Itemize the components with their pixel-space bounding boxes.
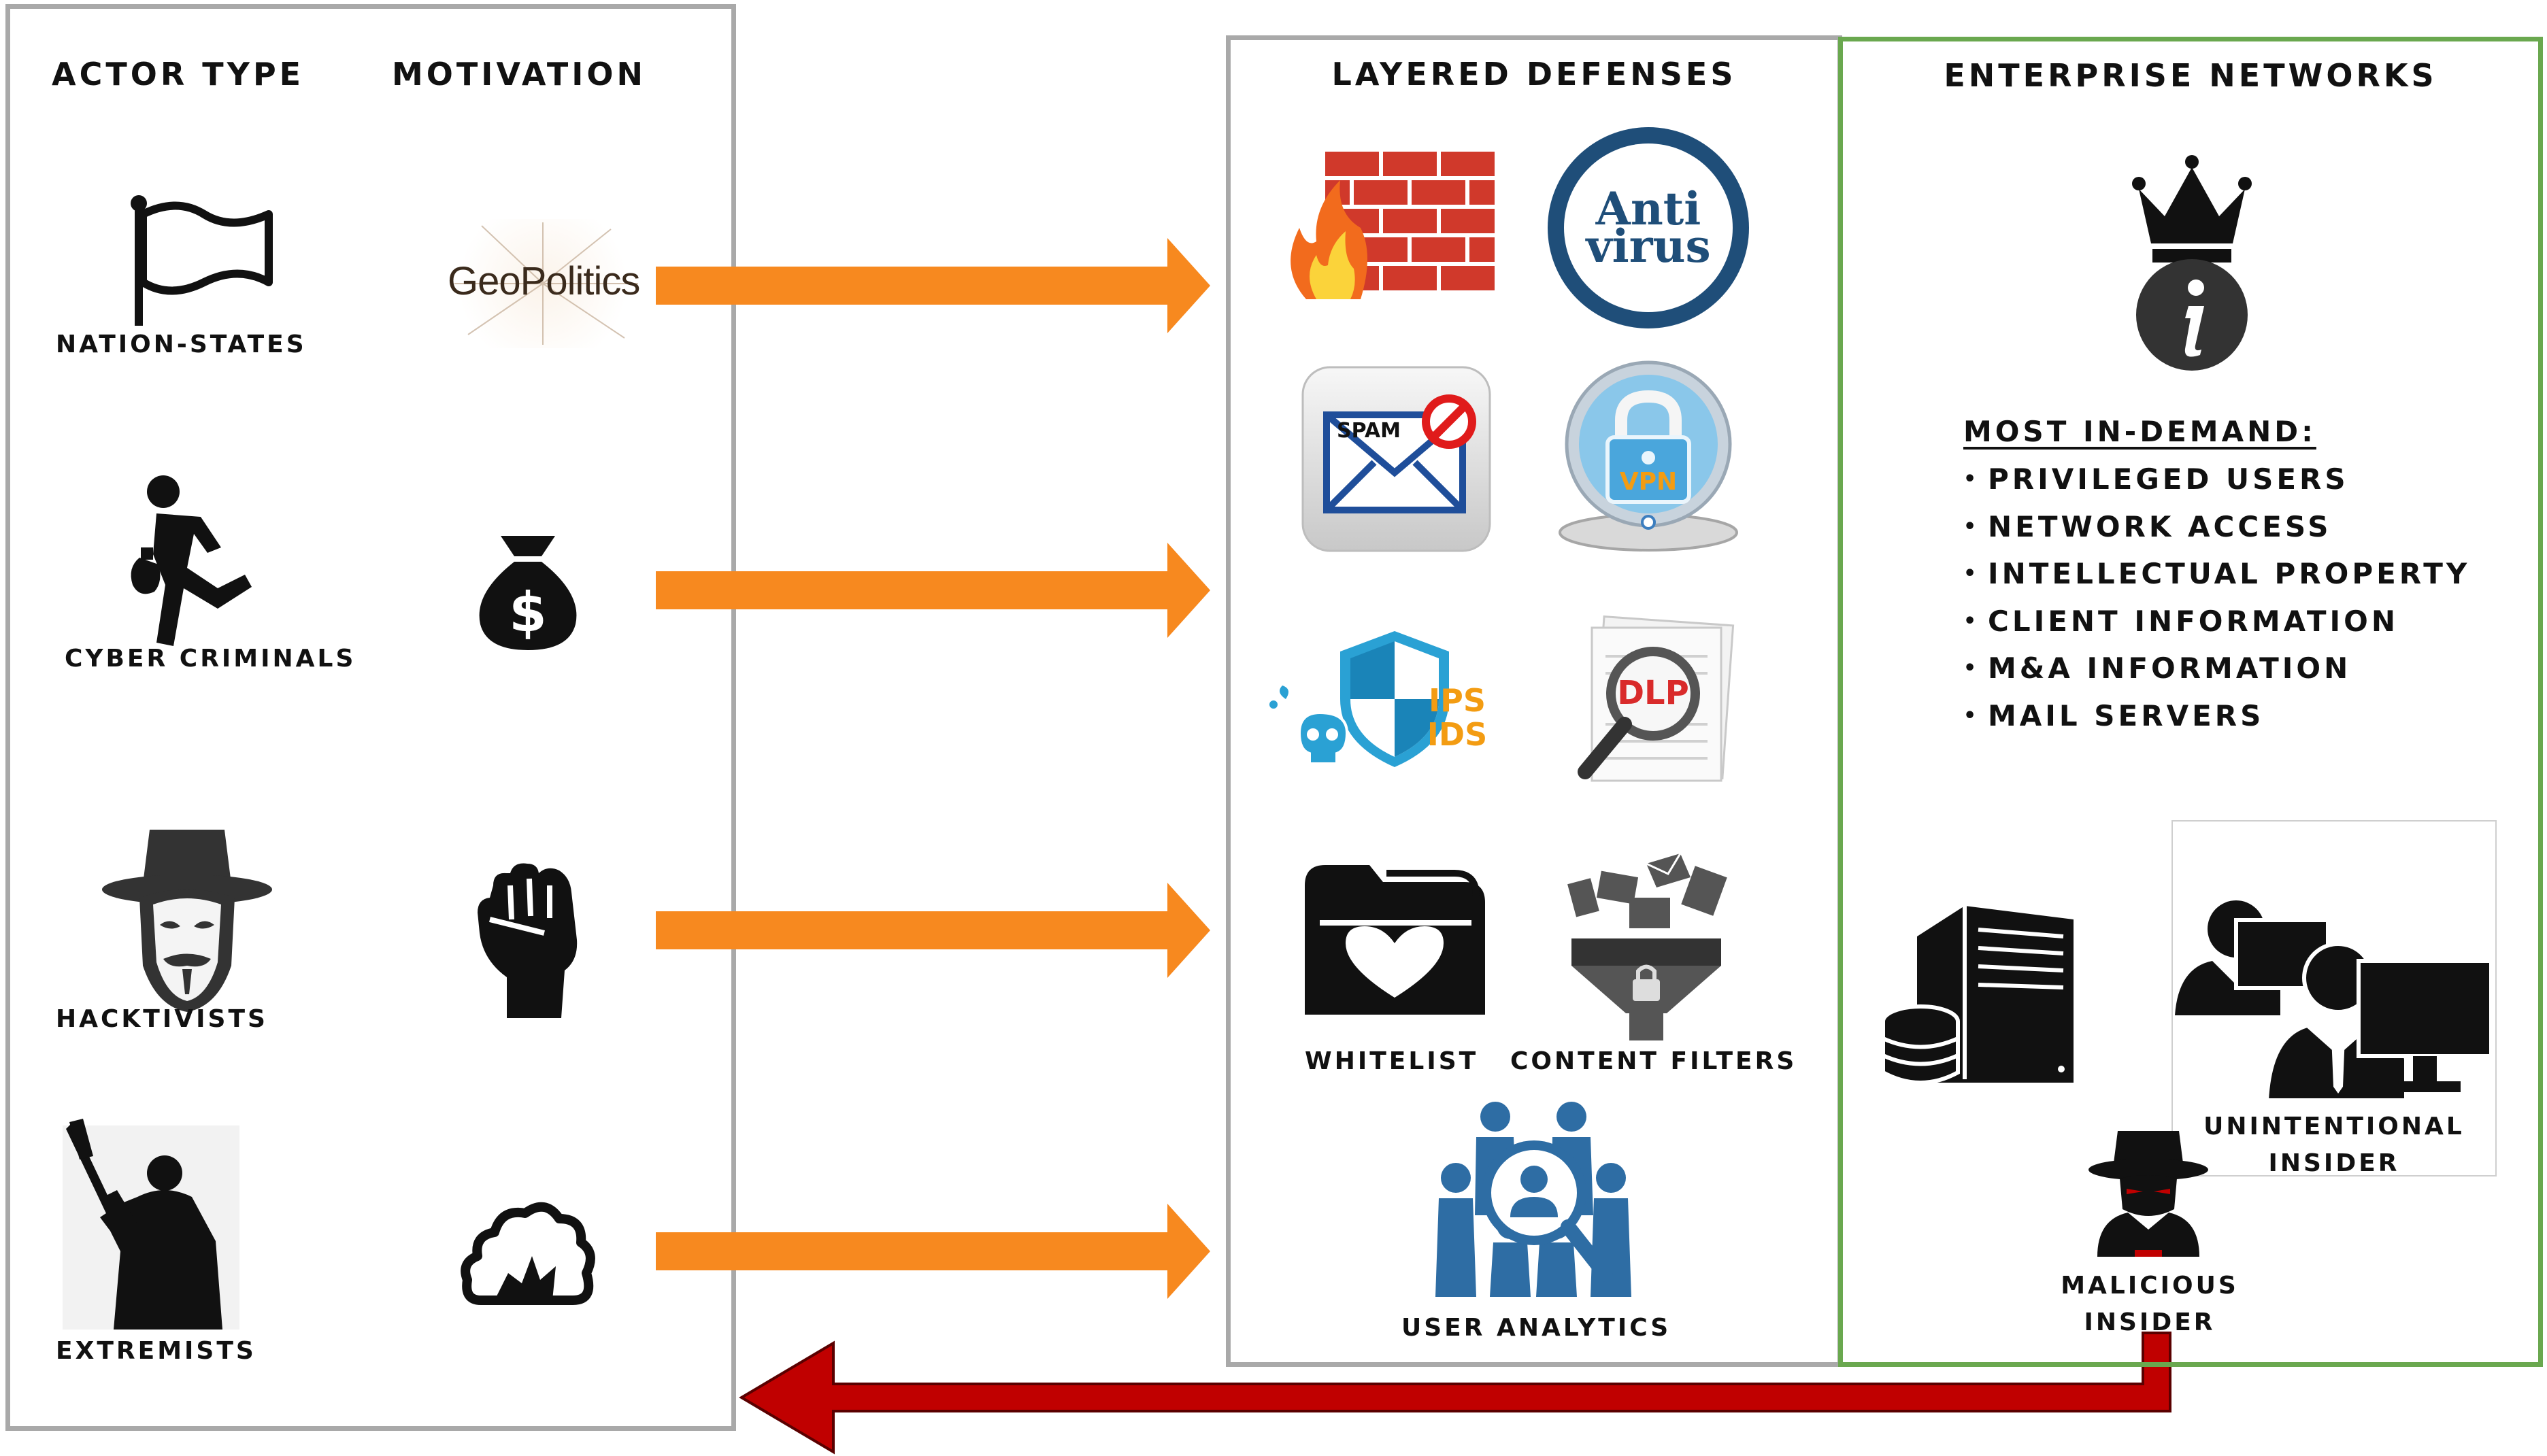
list-item: •CLIENT INFORMATION [1963,604,2399,638]
unintentional-insider-label: UNINTENTIONAL INSIDER [2171,1108,2497,1182]
actor-label-hacktivists: HACKTIVISTS [56,1005,268,1033]
antivirus-line2: virus [1584,220,1710,273]
vpn-text: VPN [1620,468,1677,496]
server-database-icon [1881,906,2074,1085]
firewall-icon [1291,146,1503,299]
ips-text: IPS [1429,682,1486,719]
unintentional-line1: UNINTENTIONAL [2203,1113,2465,1140]
geopolitics-image: GeoPolitics [441,219,645,348]
whitelist-label: WHITELIST [1305,1047,1479,1075]
enterprise-header: ENTERPRISE NETWORKS [1944,57,2437,94]
money-bag-icon: $ [479,536,577,650]
vpn-icon: VPN [1559,360,1738,552]
dlp-icon: DLP [1578,615,1735,782]
defenses-header: LAYERED DEFENSES [1331,56,1737,92]
crown-info-icon [2132,155,2252,371]
actor-label-cyber-criminals: CYBER CRIMINALS [65,645,356,673]
anonymous-mask-icon [102,830,272,1012]
content-filter-icon [1567,853,1727,1040]
dlp-text: DLP [1617,674,1689,712]
arrow-extremists [656,1204,1210,1299]
arrow-cyber-criminals [656,543,1210,638]
user-analytics-icon [1435,1102,1631,1297]
antivirus-icon: Anti virus [1548,127,1749,328]
list-item: •PRIVILEGED USERS [1963,462,2349,496]
whitelist-icon [1305,865,1485,1015]
list-item: •INTELLECTUAL PROPERTY [1963,557,2471,590]
geopolitics-text: GeoPolitics [448,259,640,303]
user-analytics-label: USER ANALYTICS [1401,1314,1671,1342]
raised-fist-icon [478,863,578,1018]
arrow-hacktivists [656,883,1210,978]
flag-icon [131,195,273,326]
geopolitics-burst-icon [454,222,638,345]
in-demand-list: •PRIVILEGED USERS •NETWORK ACCESS •INTEL… [1963,456,2470,739]
return-arrow [739,1332,2171,1455]
antivirus-line1: Anti [1595,182,1701,235]
malicious-line1: MALICIOUS [2061,1272,2239,1300]
spam-filter-icon: SPAM [1301,366,1491,552]
svg-text:$: $ [509,581,547,644]
unintentional-line2: INSIDER [2268,1149,2400,1177]
actor-label-nation-states: NATION-STATES [56,331,307,358]
content-filters-label: CONTENT FILTERS [1510,1047,1797,1075]
ids-text: IDS [1427,716,1487,753]
list-item: •MAIL SERVERS [1963,698,2265,732]
actor-type-header: ACTOR TYPE [52,56,305,92]
actor-label-extremists: EXTREMISTS [56,1337,256,1365]
malicious-insider-label: MALICIOUS INSIDER [2041,1268,2259,1341]
militant-icon [66,1119,222,1330]
actors-panel [5,4,736,1431]
enterprise-panel [1838,37,2543,1367]
arrow-nation-states [656,238,1210,333]
thief-running-icon [131,475,252,646]
list-title: MOST IN-DEMAND: [1963,415,2316,448]
spy-icon [2088,1131,2208,1257]
malicious-line2: INSIDER [2084,1308,2216,1336]
ips-ids-icon: IPS IDS [1269,631,1487,767]
spam-text: SPAM [1337,419,1401,443]
motivation-header: MOTIVATION [392,56,646,92]
explosion-icon [461,1202,595,1305]
list-item: •NETWORK ACCESS [1963,509,2332,543]
list-item: •M&A INFORMATION [1963,651,2352,685]
users-computers-icon [2175,900,2493,1102]
